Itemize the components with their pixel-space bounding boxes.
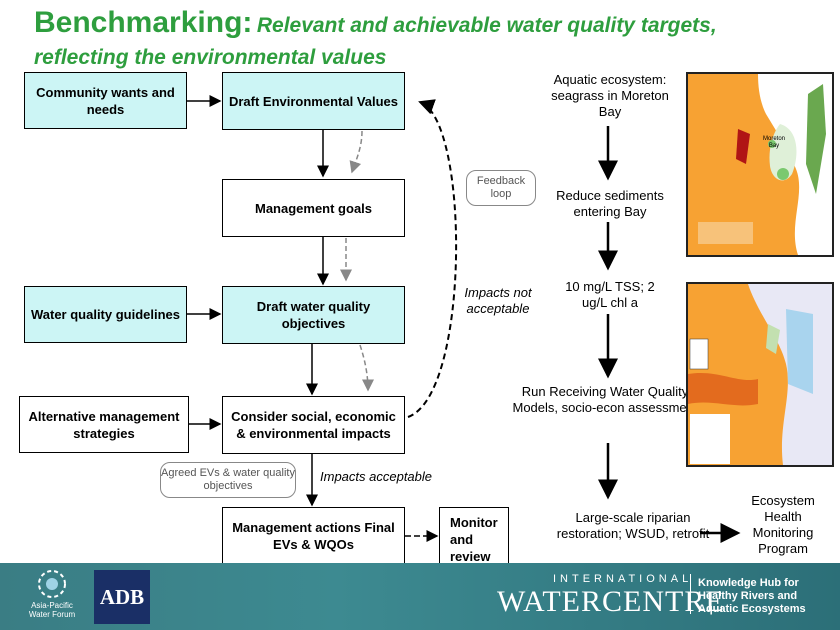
right-step-targets: 10 mg/L TSS; 2 ug/L chl a [565,279,655,310]
right-step-monitoring-program: Ecosystem Health Monitoring Program [751,493,815,556]
knowledge-hub-label: Knowledge Hub for Healthy Rivers and Aqu… [698,577,806,615]
knowledge-hub-text: Knowledge Hub for Healthy Rivers and Aqu… [698,577,828,616]
moreton-bay-seagrass-map: Moreton Bay [686,72,834,257]
feedback-loop-arrow [407,99,458,418]
agreed-evs-callout: Agreed EVs & water quality objectives [160,462,296,498]
title-main: Benchmarking: [34,6,253,39]
apwf-logo-text: Asia-Pacific Water Forum [28,601,76,619]
management-actions-box: Management actions Final EVs & WQOs [222,507,405,565]
consider-impacts-box: Consider social, economic & environmenta… [222,396,405,454]
page-title: Benchmarking: Relevant and achievable wa… [34,6,717,40]
watercentre-name: WATERCENTRE [497,585,725,618]
watercentre-international-text: INTERNATIONAL [553,573,693,585]
draft-environmental-values-box: Draft Environmental Values [222,72,405,130]
adb-logo: ADB [94,570,150,624]
footer-divider [690,574,691,614]
management-goals-box: Management goals [222,179,405,237]
right-step-reduce-sediments: Reduce sediments entering Bay [556,188,664,219]
sediment-model-map [686,282,834,467]
monitor-review-box: Monitor and review [439,507,509,572]
right-step-restoration: Large-scale riparian restoration; WSUD, … [556,510,710,541]
apwf-logo: Asia-Pacific Water Forum [20,569,84,627]
grey-arrow-1 [349,130,363,174]
feedback-loop-callout: Feedback loop [466,170,536,206]
water-quality-guidelines-box: Water quality guidelines [24,286,187,343]
title-sub: Relevant and achievable water quality ta… [256,14,717,37]
alternative-strategies-box: Alternative management strategies [19,396,189,453]
right-step-aquatic-ecosystem: Aquatic ecosystem: seagrass in Moreton B… [551,72,669,119]
right-step-run-models: Run Receiving Water Quality Models, soci… [512,384,698,415]
grey-arrow-3 [359,344,374,392]
map-label-moreton-bay: Moreton Bay [762,136,785,149]
apwf-emblem-icon [38,570,66,598]
title-line2: reflecting the environmental values [34,46,387,69]
impacts-not-acceptable-note: Impacts not acceptable [464,285,532,316]
impacts-acceptable-note: Impacts acceptable [320,469,433,484]
draft-wqo-box: Draft water quality objectives [222,286,405,344]
community-wants-box: Community wants and needs [24,72,187,129]
